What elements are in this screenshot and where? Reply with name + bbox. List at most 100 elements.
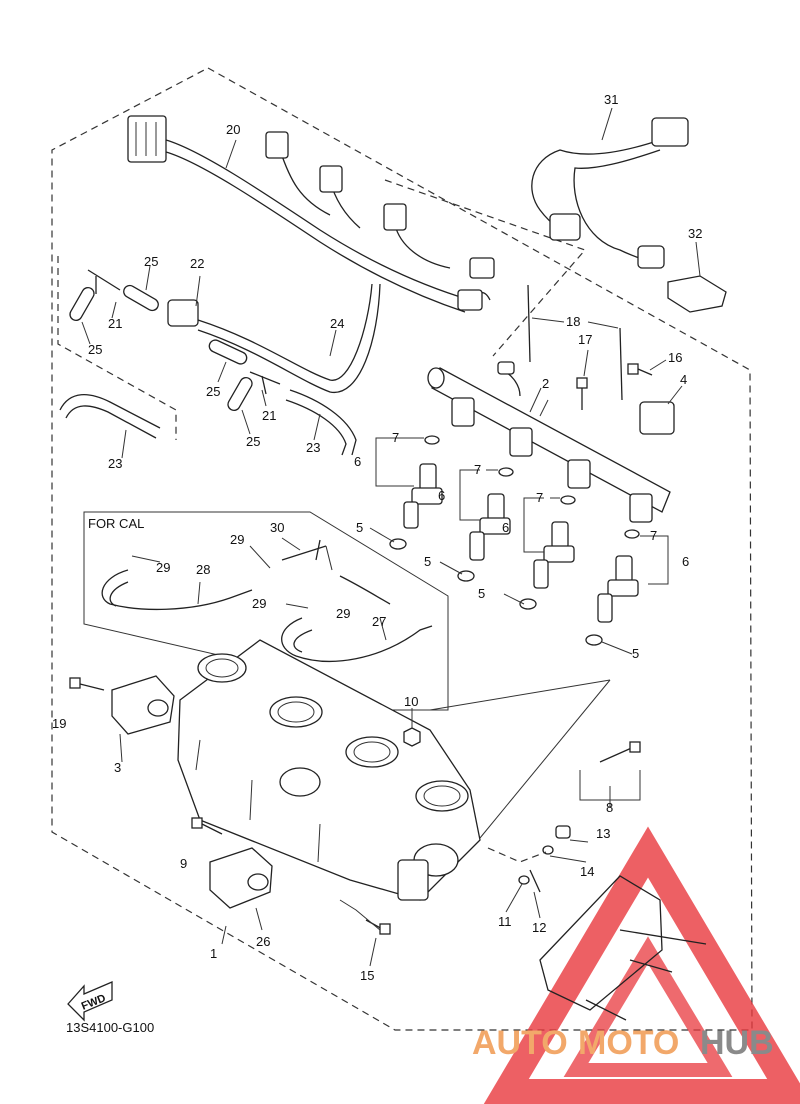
cal-hoses xyxy=(101,539,433,662)
part-label: 10 xyxy=(404,694,418,709)
part-label: 29 xyxy=(156,560,170,575)
hose-region xyxy=(57,256,177,440)
part-label: 23 xyxy=(108,456,122,471)
part-label: 2 xyxy=(542,376,549,391)
part-label: 25 xyxy=(246,434,260,449)
part-label: 16 xyxy=(668,350,682,365)
assembly-boundary xyxy=(51,67,753,1031)
part-label: 23 xyxy=(306,440,320,455)
watermark-triangle-icon xyxy=(483,826,800,1104)
injector-connector-3 xyxy=(383,203,407,231)
harness-clip xyxy=(667,241,727,313)
drawing-code: 13S4100-G100 xyxy=(66,1020,154,1035)
part-label: 21 xyxy=(108,316,122,331)
part-label: 30 xyxy=(270,520,284,535)
part-label: 8 xyxy=(606,800,613,815)
part-label: 29 xyxy=(252,596,266,611)
throttle-body-assembly xyxy=(177,639,481,901)
part-label: 7 xyxy=(474,462,481,477)
part-label: 25 xyxy=(88,342,102,357)
harness-main-connector xyxy=(127,115,167,163)
part-label: 5 xyxy=(478,586,485,601)
injector-3 xyxy=(519,495,576,610)
part-label: 32 xyxy=(688,226,702,241)
part-label: 27 xyxy=(372,614,386,629)
part-label: 11 xyxy=(498,914,512,929)
throttle-bore-4 xyxy=(415,780,469,812)
part-label: 4 xyxy=(680,372,687,387)
injector-connector-2 xyxy=(319,165,343,193)
leader-lines xyxy=(81,265,633,967)
part-label: 7 xyxy=(650,528,657,543)
part-label: 24 xyxy=(330,316,344,331)
watermark-logo: AUTO MOTO HUB xyxy=(472,826,800,1104)
injector-2 xyxy=(457,467,514,582)
part-label: 5 xyxy=(632,646,639,661)
sub-harness-connector-top xyxy=(651,117,689,147)
part-label: 6 xyxy=(502,520,509,535)
part-label: 20 xyxy=(226,122,240,137)
part-label: 15 xyxy=(360,968,374,983)
part-label: 25 xyxy=(206,384,220,399)
part-label: 6 xyxy=(682,554,689,569)
part-label: 17 xyxy=(578,332,592,347)
sub-harness xyxy=(531,107,689,269)
throttle-bore-1 xyxy=(197,653,247,683)
nut-10 xyxy=(403,727,421,747)
small-parts xyxy=(487,741,641,893)
bolt-16 xyxy=(627,359,667,376)
watermark-text-hub: HUB xyxy=(700,1024,774,1062)
part-label: 7 xyxy=(536,490,543,505)
fuel-rail xyxy=(427,361,671,513)
part-label: 6 xyxy=(438,488,445,503)
part-labels: 1 2 3 4 5 5 5 5 6 6 6 6 7 7 7 7 8 9 10 1… xyxy=(52,92,702,983)
part-label: 21 xyxy=(262,408,276,423)
hose-joint-22 xyxy=(167,299,199,327)
throttle-bore-3 xyxy=(345,736,399,768)
side-cover xyxy=(539,875,707,1021)
sensor-26 xyxy=(191,817,273,909)
injector-1 xyxy=(389,435,443,550)
watermark-text-auto: AUTO xyxy=(472,1024,568,1062)
injector-connector-1 xyxy=(265,131,289,159)
sub-harness-connector-left xyxy=(549,213,581,241)
part-label: 28 xyxy=(196,562,210,577)
part-label: 19 xyxy=(52,716,66,731)
wire-harness xyxy=(127,115,495,313)
vacuum-hoses xyxy=(59,269,381,456)
screw-15 xyxy=(339,899,391,935)
part-label: 29 xyxy=(336,606,350,621)
part-label: 9 xyxy=(180,856,187,871)
pressure-sensor xyxy=(639,385,683,435)
injector-4 xyxy=(585,529,640,646)
part-label: 5 xyxy=(424,554,431,569)
part-label: 13 xyxy=(596,826,610,841)
part-label: 14 xyxy=(580,864,594,879)
part-label: 12 xyxy=(532,920,546,935)
harness-region xyxy=(384,179,587,357)
injector-group xyxy=(375,435,669,646)
part-label: 25 xyxy=(144,254,158,269)
rail-outlets xyxy=(451,397,653,523)
throttle-bore-2 xyxy=(269,696,323,728)
watermark-text-moto: MOTO xyxy=(578,1024,679,1062)
part-label: 5 xyxy=(356,520,363,535)
part-label: 18 xyxy=(566,314,580,329)
part-label: 6 xyxy=(354,454,361,469)
part-label: 29 xyxy=(230,532,244,547)
part-label: 31 xyxy=(604,92,618,107)
cable-ties xyxy=(527,284,623,401)
injector-connector-5 xyxy=(457,289,483,311)
for-cal-label: FOR CAL xyxy=(88,516,144,531)
part-label: 3 xyxy=(114,760,121,775)
part-label: 1 xyxy=(210,946,217,961)
part-label: 7 xyxy=(392,430,399,445)
throttle-position-sensor-3 xyxy=(69,675,175,735)
part-label: 26 xyxy=(256,934,270,949)
sub-harness-connector-right xyxy=(637,245,665,269)
bolt-17 xyxy=(576,349,589,410)
part-label: 22 xyxy=(190,256,204,271)
fwd-arrow-icon xyxy=(67,981,113,1022)
